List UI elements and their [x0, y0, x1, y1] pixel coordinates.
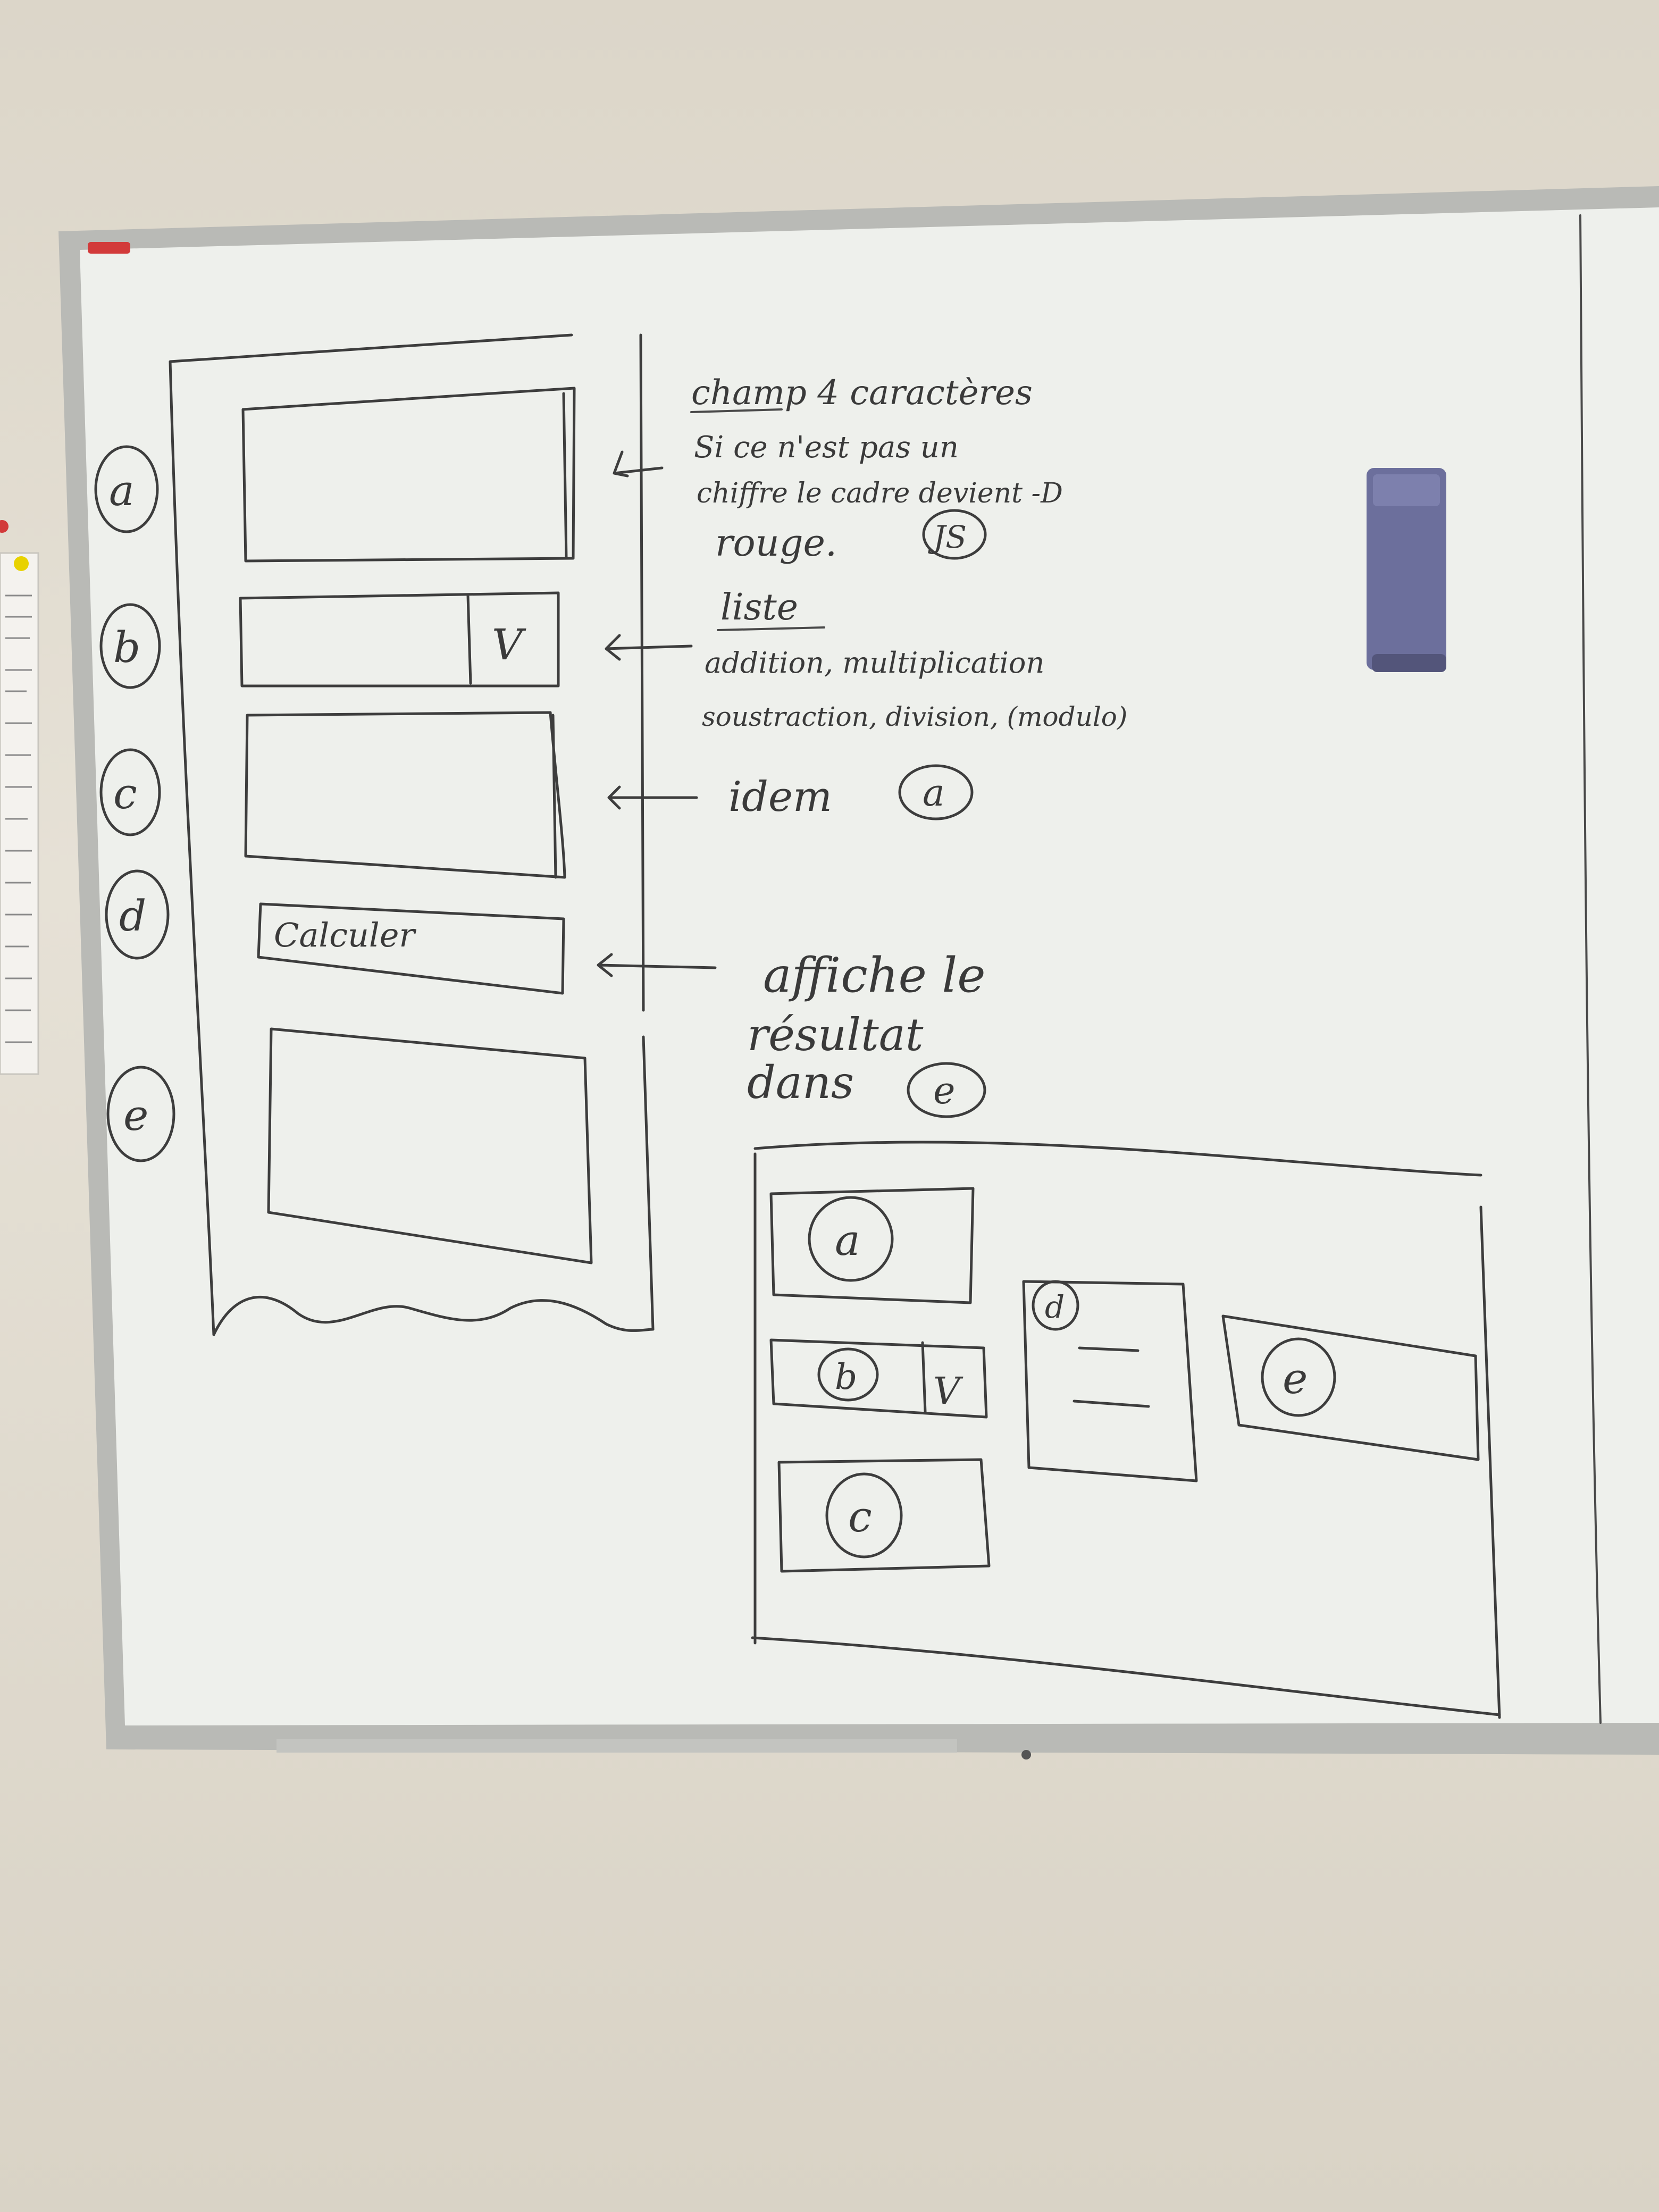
red-magnet-wall	[0, 520, 9, 533]
label-a: a	[109, 466, 135, 515]
notes: champ 4 caractères Si ce n'est pas un ch…	[690, 373, 1127, 1118]
button-d-box	[257, 902, 565, 995]
paper-notice	[0, 552, 39, 1075]
layout-frame	[751, 1141, 1501, 1719]
left-labels: a b c d e	[94, 445, 175, 1162]
note-d-ref: e	[933, 1069, 955, 1112]
form-panel-wavy-bottom	[212, 1296, 655, 1336]
note-a-title: champ 4 caractères	[691, 373, 1033, 413]
form-panel-outline	[169, 333, 655, 1336]
button-calculer-label: Calculer	[274, 916, 416, 954]
yellow-pin	[14, 556, 29, 571]
label-d: d	[119, 891, 146, 941]
note-d-line2: résultat	[747, 1009, 924, 1061]
note-c-text: idem	[728, 773, 832, 821]
field-a-box	[241, 387, 576, 563]
note-a-line1: Si ce n'est pas un	[694, 430, 959, 465]
note-d-line3: dans	[747, 1057, 854, 1109]
field-b-dropdown-box	[239, 591, 560, 688]
label-e: e	[123, 1091, 148, 1140]
note-b-title: liste	[720, 586, 798, 629]
layout-label-c: c	[848, 1492, 872, 1541]
layout-label-b: b	[835, 1356, 857, 1397]
form-sketch: V Calculer	[169, 333, 655, 1336]
tray-screw	[1021, 1750, 1031, 1759]
field-c-box	[244, 711, 566, 879]
eraser	[1367, 468, 1446, 672]
annotation-arrows	[597, 450, 717, 977]
marker-tray	[276, 1739, 957, 1753]
note-b-line2: soustraction, division, (modulo)	[702, 701, 1127, 732]
note-b-line1: addition, multiplication	[705, 646, 1044, 680]
note-a-line2: chiffre le cadre devient -D	[697, 477, 1063, 509]
note-a-badge-js: JS	[928, 519, 967, 555]
field-e-box	[267, 1027, 593, 1264]
layout-label-e: e	[1283, 1354, 1308, 1403]
dropdown-v-mark: V	[492, 620, 526, 669]
board-divider	[1579, 214, 1602, 1724]
whiteboard-surface	[80, 207, 1659, 1725]
layout-dropdown-mark: V	[933, 1369, 963, 1413]
layout-sketch: a b V c d e	[751, 1141, 1501, 1719]
label-c: c	[113, 769, 137, 818]
note-a-line3: rouge.	[715, 521, 837, 565]
note-d-line1: affiche le	[763, 948, 986, 1003]
layout-label-a: a	[835, 1216, 860, 1265]
layout-label-d: d	[1045, 1289, 1065, 1325]
label-b: b	[113, 623, 140, 672]
note-c-ref: a	[923, 771, 945, 815]
red-magnet-board	[88, 242, 130, 254]
